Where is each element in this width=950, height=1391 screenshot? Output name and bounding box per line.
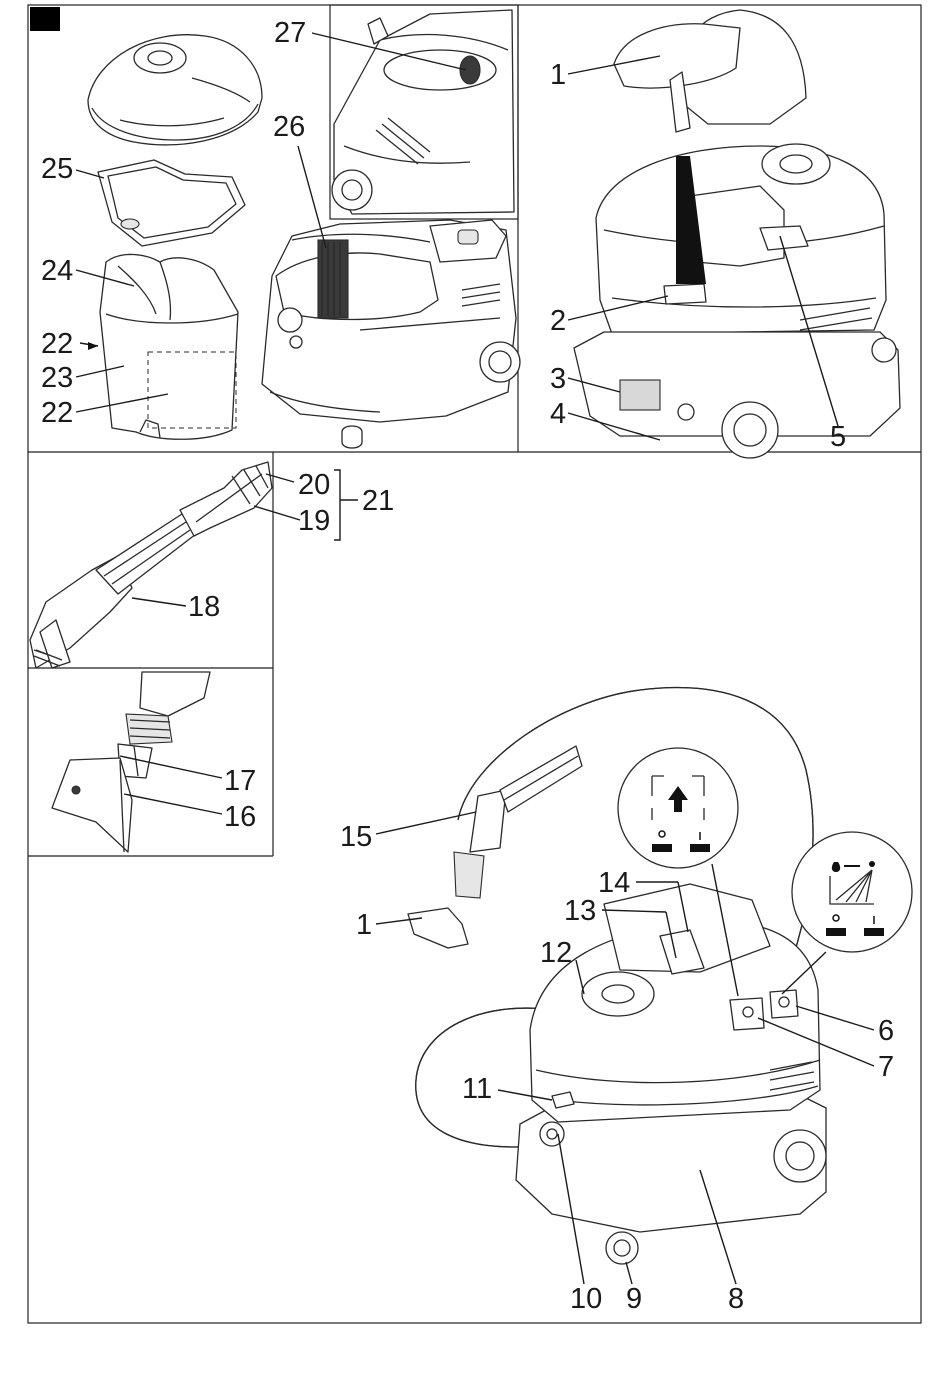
callout-18: 18 [188, 591, 220, 623]
callout-23: 23 [41, 362, 73, 394]
callout-10: 10 [570, 1283, 602, 1315]
callout-24: 24 [41, 255, 73, 287]
callout-27: 27 [274, 17, 306, 49]
callout-13: 13 [564, 895, 596, 927]
callout-6: 6 [878, 1015, 894, 1047]
callout-25: 25 [41, 153, 73, 185]
callout-1-top: 1 [550, 59, 566, 91]
callout-26: 26 [273, 111, 305, 143]
callout-8: 8 [728, 1283, 744, 1315]
machine-with-holder-drawing [574, 10, 900, 458]
callout-9: 9 [626, 1283, 642, 1315]
arrow-icon [88, 342, 98, 350]
callout-16: 16 [224, 801, 256, 833]
callout-22-upper: 22 [41, 328, 73, 360]
callout-22-lower: 22 [41, 397, 73, 429]
hand-nozzle-drawing [52, 672, 210, 852]
section-marker [30, 7, 60, 31]
callout-21: 21 [362, 485, 394, 517]
inset-machine-top-drawing [332, 10, 514, 214]
spray-symbol-callout [792, 832, 912, 952]
open-machine-drawing [262, 220, 520, 448]
callout-12: 12 [540, 937, 572, 969]
assembled-machine-drawing [408, 688, 826, 1264]
callout-19: 19 [298, 505, 330, 537]
callout-11: 11 [462, 1073, 492, 1105]
cover-lid-drawing [88, 35, 262, 145]
callout-15: 15 [340, 821, 372, 853]
callout-14: 14 [598, 867, 630, 899]
hose-handle-drawing [30, 462, 272, 668]
callout-1-main: 1 [356, 909, 372, 941]
callout-4: 4 [550, 398, 566, 430]
callout-5: 5 [830, 421, 846, 453]
callout-20: 20 [298, 469, 330, 501]
callout-3: 3 [550, 363, 566, 395]
flat-filter-drawing [98, 160, 245, 246]
callout-2: 2 [550, 305, 566, 337]
callout-17: 17 [224, 765, 256, 797]
suction-symbol-callout [618, 748, 738, 868]
callout-7: 7 [878, 1051, 894, 1083]
